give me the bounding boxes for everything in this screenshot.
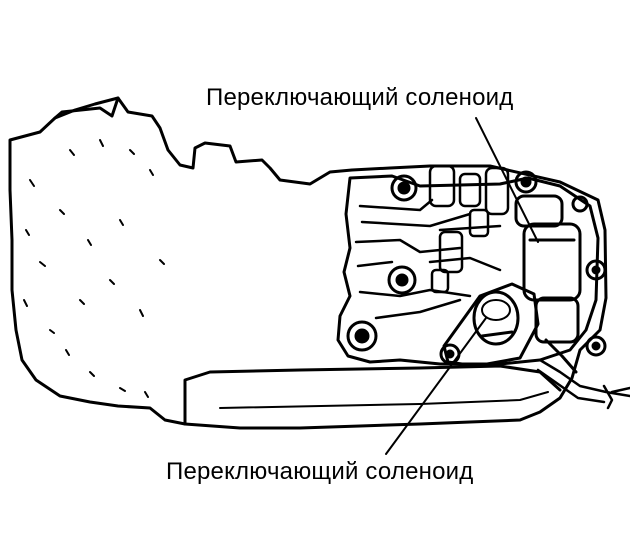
bottom-solenoid-label: Переключающий соленоид xyxy=(166,458,474,485)
valve-body-passages xyxy=(354,198,502,320)
case-top-boss xyxy=(53,96,120,120)
bottom-callout-leader xyxy=(385,317,487,455)
top-solenoid-label: Переключающий соленоид xyxy=(206,84,514,111)
valve-spools xyxy=(428,164,510,294)
lower-shift-solenoid xyxy=(442,282,540,368)
wiring-harness xyxy=(536,358,630,410)
transmission-case-outline xyxy=(8,96,608,430)
top-callout-leader xyxy=(475,117,539,243)
oil-pan-outline xyxy=(183,364,562,426)
valve-body-bolts xyxy=(346,170,607,365)
oil-pan-lip xyxy=(219,391,549,409)
casting-texture xyxy=(23,139,165,398)
